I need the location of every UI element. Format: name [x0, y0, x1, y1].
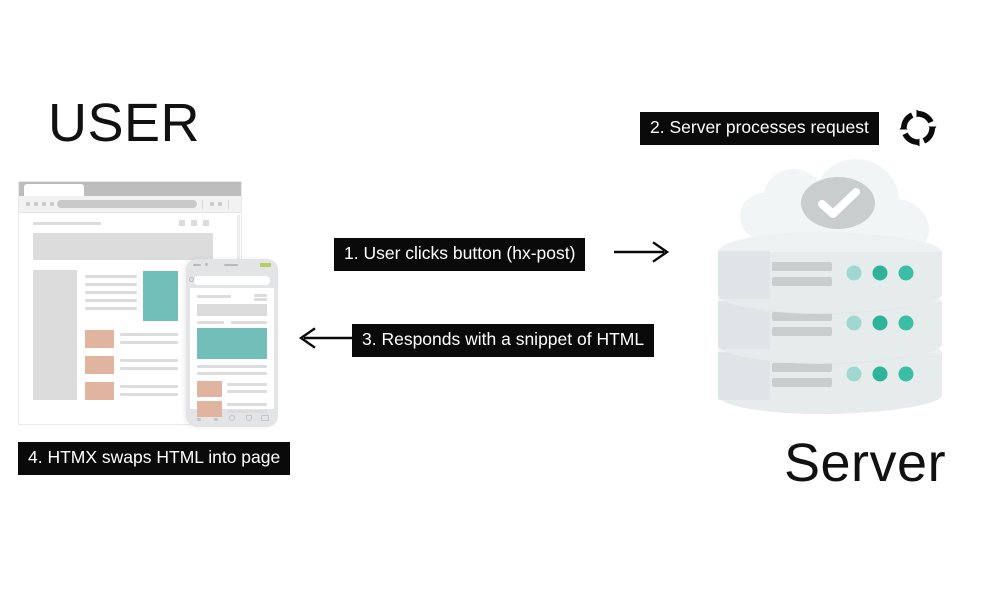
browser-tab-bar: [19, 182, 241, 196]
url-bar-divider: [202, 200, 203, 209]
browser-window-mockup: [18, 181, 242, 425]
list-line: [120, 333, 178, 336]
phone-thumbnail-block: [197, 401, 222, 417]
phone-nav-home-icon[interactable]: [246, 415, 252, 421]
browser-menu-icon[interactable]: [218, 202, 222, 206]
phone-bottom-nav: [186, 409, 278, 427]
phone-list-line: [227, 390, 267, 393]
browser-bookmark-icon[interactable]: [210, 202, 214, 206]
phone-text-line: [197, 321, 224, 324]
browser-address-input[interactable]: [57, 200, 197, 208]
page-icon-2: [191, 220, 197, 226]
server-rack-unit: [718, 232, 942, 314]
phone-list-line: [227, 383, 267, 386]
thumbnail-block: [85, 330, 114, 348]
phone-page-content: [190, 288, 274, 417]
list-line: [120, 341, 178, 344]
hero-banner-block: [33, 233, 213, 260]
text-line: [85, 291, 137, 294]
list-line: [120, 393, 178, 396]
step-1-label: 1. User clicks button (hx-post): [334, 238, 586, 271]
phone-teal-highlight-card: [197, 328, 267, 359]
browser-forward-icon[interactable]: [34, 202, 38, 206]
mobile-phone-mockup: [186, 259, 278, 427]
phone-menu-icon: [254, 294, 267, 297]
phone-nav-tabs-icon[interactable]: [261, 415, 269, 421]
text-line: [85, 299, 137, 302]
browser-home-icon[interactable]: [50, 202, 54, 206]
list-line: [120, 385, 178, 388]
cloud-server-stack-illustration: [702, 156, 958, 422]
phone-list-line: [227, 403, 267, 406]
phone-banner-block: [197, 304, 267, 316]
server-rack-unit: [718, 333, 942, 414]
arrow-left-icon: [298, 327, 354, 349]
thumbnail-block: [85, 382, 114, 400]
sidebar-block: [33, 270, 77, 400]
phone-status-bar: [186, 259, 278, 274]
phone-list-line: [227, 410, 267, 413]
step-3-label: 3. Responds with a snippet of HTML: [352, 324, 655, 357]
arrow-right-icon: [614, 241, 670, 263]
user-heading: USER: [48, 93, 201, 153]
browser-url-bar: [19, 196, 241, 213]
phone-nav-forward-icon[interactable]: [214, 417, 218, 421]
phone-thumbnail-block: [197, 381, 222, 397]
phone-signal-icon: [193, 263, 201, 266]
list-line: [120, 367, 178, 370]
phone-search-icon: [189, 276, 194, 282]
step-4-label: 4. HTMX swaps HTML into page: [18, 442, 291, 475]
phone-text-line: [197, 365, 267, 368]
check-circle-icon: [801, 177, 875, 229]
browser-reload-icon[interactable]: [42, 202, 46, 206]
phone-address-input[interactable]: [194, 276, 270, 285]
process-loop-icon: [899, 109, 937, 147]
page-icon-3: [203, 220, 209, 226]
phone-text-line: [231, 321, 267, 324]
text-line: [85, 283, 137, 286]
phone-carrier-label: [224, 263, 238, 266]
list-line: [120, 359, 178, 362]
page-icon-1: [179, 220, 185, 226]
phone-nav-back-icon[interactable]: [197, 417, 201, 421]
teal-highlight-card: [143, 271, 178, 321]
phone-menu-icon: [254, 298, 267, 301]
thumbnail-block: [85, 356, 114, 374]
phone-battery-icon: [260, 262, 271, 267]
text-line: [85, 275, 137, 278]
page-title-line: [33, 222, 101, 225]
phone-nav-reload-icon[interactable]: [229, 415, 235, 421]
phone-status-dot: [205, 263, 208, 266]
browser-back-icon[interactable]: [26, 202, 30, 206]
phone-title-line: [197, 295, 231, 298]
phone-text-line: [197, 372, 267, 375]
step-2-label: 2. Server processes request: [640, 112, 879, 145]
text-line: [85, 307, 137, 310]
server-heading: Server: [784, 433, 947, 493]
url-bar-divider-2: [228, 200, 229, 209]
browser-tab[interactable]: [24, 184, 84, 196]
